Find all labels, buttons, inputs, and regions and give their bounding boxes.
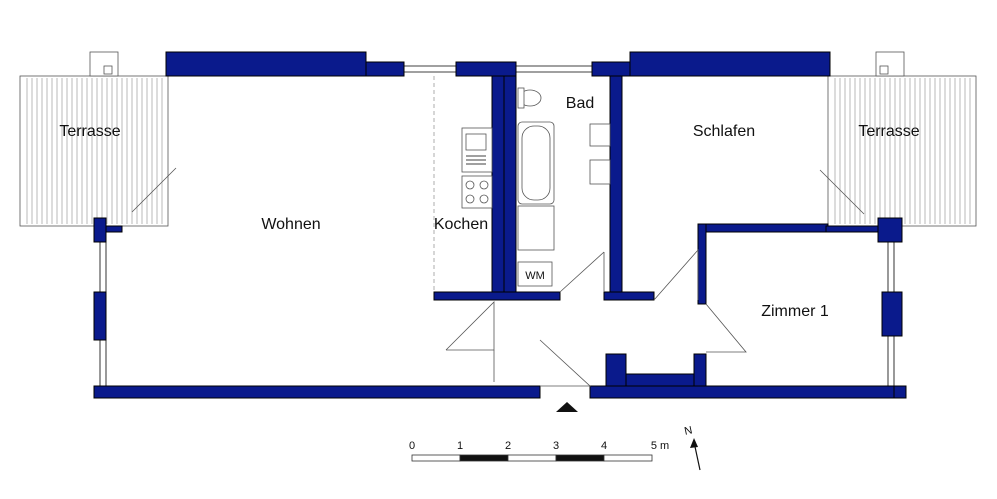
terrace-right [819,51,977,227]
shower [517,205,555,251]
terrace-left [19,51,177,227]
room-label-living: Wohnen [261,216,320,233]
kitchen-fixtures [433,76,493,292]
room-label-bedroom: Schlafen [693,123,755,140]
scale-tick-5: 5 m [651,440,669,452]
washbasin-2 [589,159,611,185]
north-label: N [683,424,693,437]
scale-tick-4: 4 [601,440,607,452]
doors [445,248,747,387]
room-label-bath: Bad [566,95,594,112]
scale-bar: 0 1 2 3 4 5 m [409,440,669,462]
north-arrow-icon: N [683,424,701,471]
scale-tick-3: 3 [553,440,559,452]
room-label-terrace-left: Terrasse [59,123,120,140]
walls [93,51,907,399]
entrance-arrow-icon [556,402,578,412]
wm-label: WM [525,270,545,282]
room-label-kitchen: Kochen [434,216,488,233]
washbasin-1 [589,123,611,147]
room-label-terrace-right: Terrasse [858,123,919,140]
room-label-room1: Zimmer 1 [761,303,829,320]
scale-tick-0: 0 [409,440,415,452]
scale-tick-1: 1 [457,440,463,452]
scale-tick-2: 2 [505,440,511,452]
washing-machine [517,261,553,287]
bath-fixtures: WM [517,87,611,293]
stove [461,175,493,209]
